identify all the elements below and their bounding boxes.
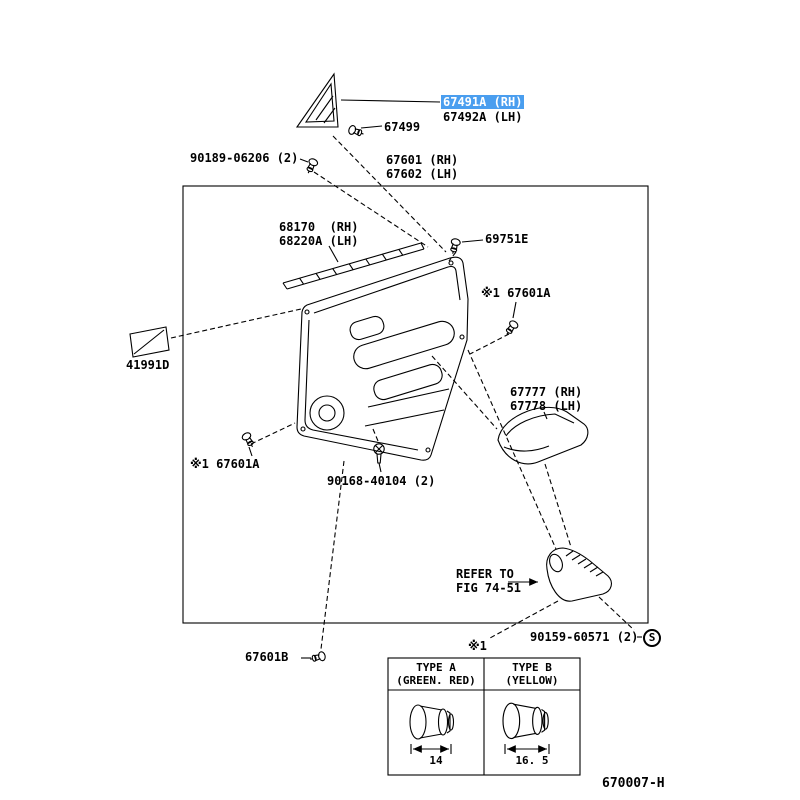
- corner-trim-drawing: [295, 72, 339, 128]
- figure-number: 670007-H: [602, 776, 665, 791]
- clip-67601a-lower-icon: [240, 430, 257, 450]
- diagram-frame: [182, 185, 649, 624]
- part-label-90189[interactable]: 90189-06206 (2): [190, 151, 299, 165]
- door-panel-drawing: [296, 256, 469, 461]
- part-label-41991d[interactable]: 41991D: [126, 358, 170, 372]
- part-label-67601b[interactable]: 67601B: [245, 650, 289, 664]
- part-label-90168[interactable]: 90168-40104 (2): [327, 474, 436, 488]
- grommet-type-a-icon: [409, 704, 455, 740]
- leader-lines: [170, 135, 635, 650]
- belt-molding-drawing: [282, 242, 425, 290]
- part-label-67601a-upper[interactable]: ※1 67601A: [481, 286, 551, 300]
- part-label-67491a[interactable]: 67491A (RH): [441, 95, 525, 109]
- table-type-b-title: TYPE B: [512, 661, 552, 674]
- part-label-67601a-lower[interactable]: ※1 67601A: [190, 457, 260, 471]
- clip-69751e-icon: [447, 237, 462, 256]
- table-type-b-dimension: 16. 5: [515, 754, 549, 767]
- table-type-a-subtitle: (GREEN. RED): [396, 674, 476, 687]
- part-label-68170[interactable]: 68170 (RH): [279, 220, 359, 234]
- clip-67601a-upper-icon: [502, 318, 520, 338]
- table-type-b-subtitle: (YELLOW): [505, 674, 559, 687]
- part-label-67492a[interactable]: 67492A (LH): [443, 110, 523, 124]
- note-refer-line1: REFER TO: [456, 567, 514, 581]
- table-type-a-title: TYPE A: [416, 661, 456, 674]
- armrest-drawing: [497, 406, 589, 465]
- screw-90168-icon: [373, 443, 385, 464]
- part-label-67777[interactable]: 67777 (RH): [510, 385, 583, 399]
- part-label-67602[interactable]: 67602 (LH): [386, 167, 459, 181]
- table-type-a-dimension: 14: [429, 754, 443, 767]
- clip-90189-icon: [303, 156, 320, 176]
- leader-67491a: [340, 99, 441, 103]
- clip-67601b-icon: [308, 650, 327, 665]
- grommet-type-b-icon: [502, 702, 549, 740]
- pull-handle-drawing: [546, 547, 612, 602]
- part-label-67499[interactable]: 67499: [384, 120, 421, 134]
- part-label-67778[interactable]: 67778 (LH): [510, 399, 583, 413]
- standard-part-symbol: S: [643, 629, 661, 647]
- part-label-68220a[interactable]: 68220A (LH): [279, 234, 359, 248]
- pad-41991d-drawing: [129, 326, 170, 358]
- clip-67499-icon: [347, 124, 366, 139]
- note-table-ref: ※1: [468, 639, 487, 653]
- part-label-69751e[interactable]: 69751E: [485, 232, 529, 246]
- part-label-90159[interactable]: 90159-60571 (2): [530, 630, 639, 644]
- type-table-drawing: [387, 657, 581, 776]
- part-label-67601[interactable]: 67601 (RH): [386, 153, 459, 167]
- note-refer-line2: FIG 74-51: [456, 581, 522, 595]
